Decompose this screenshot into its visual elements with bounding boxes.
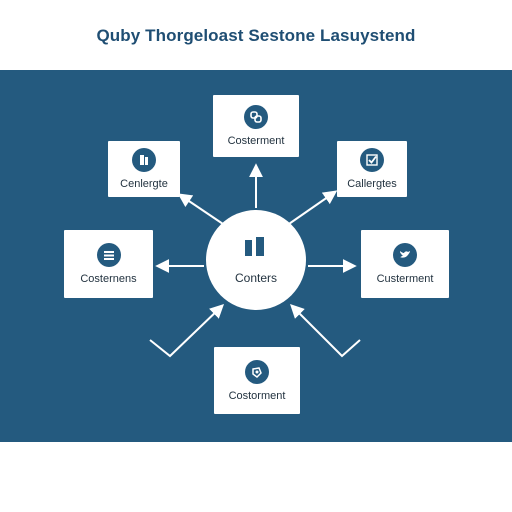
node-top-left[interactable]: Cenlergte <box>108 141 180 197</box>
node-top[interactable]: Costerment <box>213 95 299 157</box>
node-bottom[interactable]: Costorment <box>214 347 300 414</box>
check-icon <box>360 148 384 172</box>
diagram-title: Quby Thorgeloast Sestone Lasuystend <box>96 26 416 45</box>
node-left-label: Costernens <box>80 273 137 285</box>
center-node[interactable]: Conters <box>206 210 306 310</box>
link-icon <box>244 105 268 129</box>
node-top-right[interactable]: Callergtes <box>337 141 407 197</box>
node-top-label: Costerment <box>227 135 285 147</box>
arrow-to-top-left <box>177 193 227 227</box>
arrow-from-bottom-right <box>290 304 361 358</box>
arrow-from-bottom-left <box>149 304 225 358</box>
badge-icon <box>245 359 269 384</box>
arrow-to-top-right <box>285 190 338 227</box>
node-top-right-label: Callergtes <box>347 178 397 190</box>
document-columns-icon <box>242 236 270 263</box>
document-icon <box>132 148 156 172</box>
node-bottom-label: Costorment <box>228 389 286 402</box>
bird-icon <box>393 243 417 267</box>
list-icon <box>96 243 121 267</box>
center-label: Conters <box>234 270 278 285</box>
node-right[interactable]: Custerment <box>361 230 449 298</box>
node-right-label: Custerment <box>376 273 434 285</box>
node-top-left-label: Cenlergte <box>120 178 168 190</box>
node-left[interactable]: Costernens <box>64 230 153 298</box>
